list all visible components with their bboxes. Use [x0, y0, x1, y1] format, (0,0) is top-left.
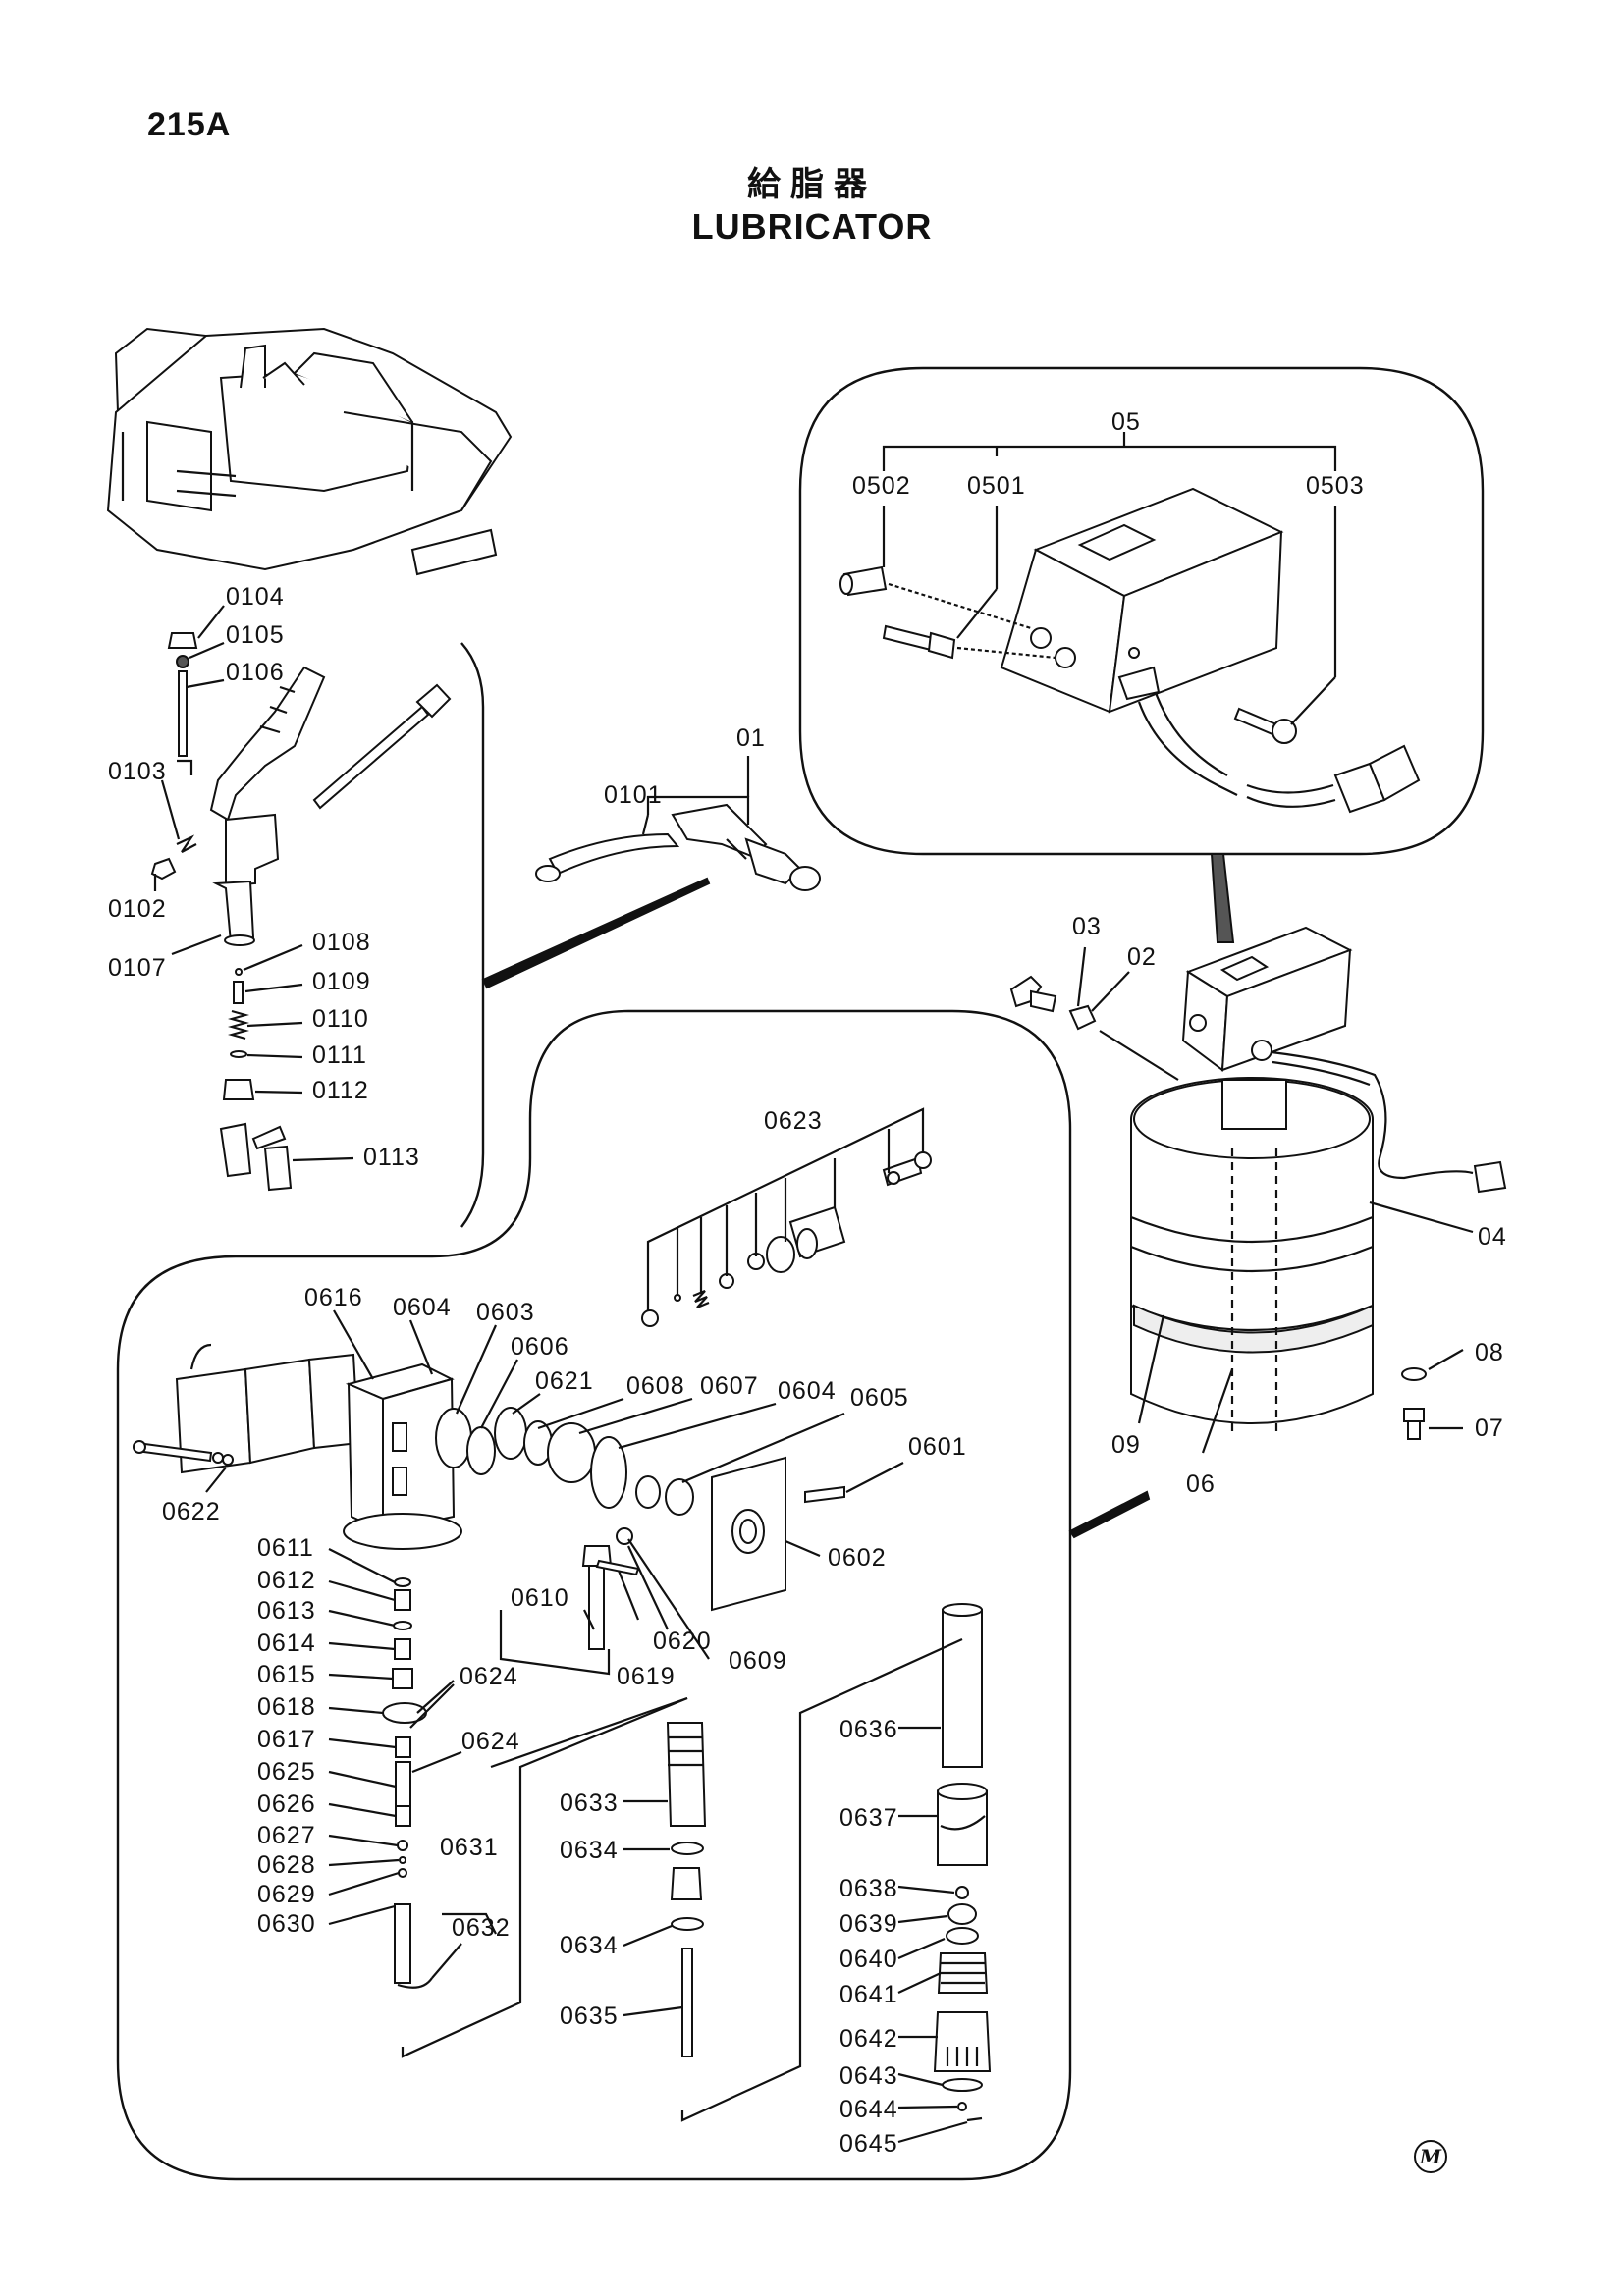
- label-0626: 0626: [257, 1790, 316, 1818]
- label-0627: 0627: [257, 1822, 316, 1849]
- label-0634-upper: 0634: [560, 1837, 619, 1864]
- label-0624-upper: 0624: [460, 1663, 518, 1690]
- pump-pointer-arrow: [1068, 1490, 1151, 1539]
- manufacturer-logo-mark: M: [1414, 2140, 1447, 2173]
- label-0106: 0106: [226, 659, 285, 686]
- label-0602: 0602: [828, 1544, 887, 1572]
- label-0102: 0102: [108, 895, 167, 923]
- label-0608: 0608: [626, 1372, 685, 1400]
- label-0103: 0103: [108, 758, 167, 785]
- label-0607: 0607: [700, 1372, 759, 1400]
- label-0107: 0107: [108, 954, 167, 982]
- pump-assembly-group: [133, 1107, 992, 2122]
- label-0622: 0622: [162, 1498, 221, 1525]
- label-0605: 0605: [850, 1384, 909, 1412]
- label-0108: 0108: [312, 929, 371, 956]
- label-0604-upper: 0604: [393, 1294, 452, 1321]
- label-0629: 0629: [257, 1881, 316, 1908]
- label-0638: 0638: [839, 1875, 898, 1902]
- label-0609: 0609: [729, 1647, 787, 1675]
- part-labels: 0104 0105 0106 0103 0102 0107 0108 0109 …: [108, 408, 1507, 2158]
- title-chinese: 給脂器: [747, 165, 877, 204]
- label-02: 02: [1127, 943, 1157, 971]
- label-0630: 0630: [257, 1910, 316, 1938]
- label-0101: 0101: [604, 781, 663, 809]
- label-0631: 0631: [440, 1834, 499, 1861]
- controller-detail-frame: [798, 366, 1485, 856]
- label-0616: 0616: [304, 1284, 363, 1311]
- label-05: 05: [1111, 408, 1141, 436]
- label-0625: 0625: [257, 1758, 316, 1786]
- label-0634-lower: 0634: [560, 1932, 619, 1959]
- label-0111: 0111: [312, 1041, 367, 1069]
- label-0502: 0502: [852, 472, 911, 500]
- label-0615: 0615: [257, 1661, 316, 1688]
- label-0601: 0601: [908, 1433, 967, 1461]
- label-0614: 0614: [257, 1629, 316, 1657]
- label-0624-lower: 0624: [461, 1728, 520, 1755]
- excavator-illustration: [106, 327, 513, 576]
- label-0643: 0643: [839, 2062, 898, 2090]
- controller-pointer-arrow: [1210, 853, 1235, 943]
- label-0632: 0632: [452, 1914, 511, 1942]
- label-0113: 0113: [363, 1144, 420, 1171]
- label-0620: 0620: [653, 1628, 712, 1655]
- pump-detail-frame: [116, 1009, 1072, 2181]
- main-lubricator-group: [1009, 926, 1507, 1454]
- page-code: 215A: [147, 106, 232, 143]
- label-0110: 0110: [312, 1005, 369, 1033]
- label-0637: 0637: [839, 1804, 898, 1832]
- gun-pointer-arrow: [481, 877, 711, 989]
- label-01: 01: [736, 724, 766, 752]
- label-04: 04: [1478, 1223, 1507, 1251]
- label-0606: 0606: [511, 1333, 569, 1361]
- label-0604-lower: 0604: [778, 1377, 837, 1405]
- label-0613: 0613: [257, 1597, 316, 1625]
- label-0635: 0635: [560, 2002, 619, 2030]
- label-0642: 0642: [839, 2025, 898, 2053]
- label-0617: 0617: [257, 1726, 316, 1753]
- label-0639: 0639: [839, 1910, 898, 1938]
- label-0611: 0611: [257, 1534, 314, 1562]
- label-0645: 0645: [839, 2130, 898, 2158]
- controller-box-group: [839, 432, 1421, 814]
- label-09: 09: [1111, 1431, 1141, 1459]
- label-0640: 0640: [839, 1946, 898, 1973]
- label-0501: 0501: [967, 472, 1026, 500]
- label-0109: 0109: [312, 968, 371, 995]
- label-0612: 0612: [257, 1567, 316, 1594]
- label-0618: 0618: [257, 1693, 316, 1721]
- label-0641: 0641: [839, 1981, 898, 2008]
- label-08: 08: [1475, 1339, 1504, 1366]
- label-0610: 0610: [511, 1584, 569, 1612]
- label-0503: 0503: [1306, 472, 1365, 500]
- label-03: 03: [1072, 913, 1102, 940]
- gun-group-bracket: [460, 642, 485, 1228]
- label-06: 06: [1186, 1470, 1216, 1498]
- label-0636: 0636: [839, 1716, 898, 1743]
- label-0105: 0105: [226, 621, 285, 649]
- label-0633: 0633: [560, 1789, 619, 1817]
- hose-group: [535, 756, 821, 891]
- label-0112: 0112: [312, 1077, 369, 1104]
- label-0628: 0628: [257, 1851, 316, 1879]
- label-0603: 0603: [476, 1299, 535, 1326]
- label-0623: 0623: [764, 1107, 823, 1135]
- label-0621: 0621: [535, 1367, 594, 1395]
- label-0644: 0644: [839, 2096, 898, 2123]
- title-english: LUBRICATOR: [691, 206, 933, 246]
- label-0619: 0619: [617, 1663, 676, 1690]
- pump-leader-lines: [205, 1309, 968, 2144]
- grease-gun-group: [150, 632, 452, 1192]
- detail-frames: [116, 366, 1485, 2181]
- label-07: 07: [1475, 1415, 1504, 1442]
- label-0104: 0104: [226, 583, 285, 611]
- gun-leader-lines: [153, 605, 354, 1162]
